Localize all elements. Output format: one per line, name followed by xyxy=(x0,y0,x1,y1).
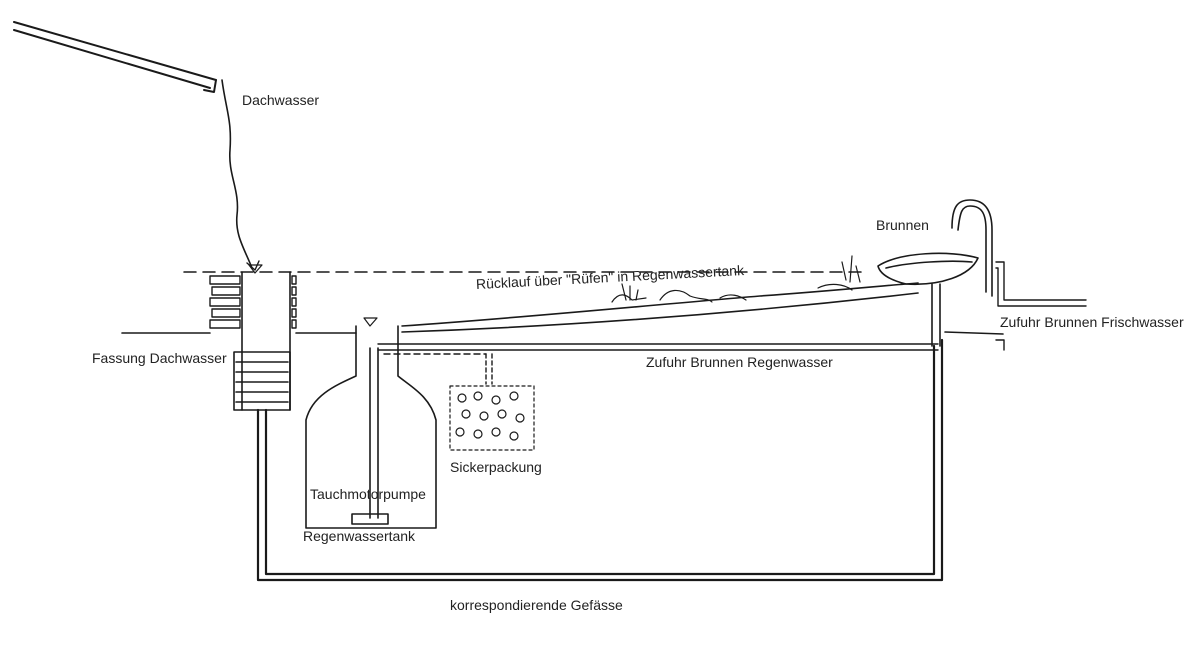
supply-pipe xyxy=(377,343,939,385)
submersible-pump-label: Tauchmotorpumpe xyxy=(310,486,426,502)
water-level-marker-left xyxy=(248,264,263,274)
communicating-vessels-label: korrespondierende Gefässe xyxy=(450,597,623,613)
boulders xyxy=(611,255,861,303)
masonry-right xyxy=(291,275,297,329)
fresh-water-supply-label: Zufuhr Brunnen Frischwasser xyxy=(1000,314,1184,330)
fountain-label: Brunnen xyxy=(876,217,929,233)
fresh-water-pipe xyxy=(995,261,1087,351)
masonry-left xyxy=(209,275,241,329)
intake-shaft xyxy=(233,271,291,411)
roof xyxy=(13,21,217,93)
water-level-marker-tank xyxy=(363,317,378,327)
fountain-shape xyxy=(877,199,993,347)
rain-water-tank-shape xyxy=(305,325,437,529)
ground-line xyxy=(121,282,1004,335)
downpipe xyxy=(221,79,253,269)
seepage-pack-box xyxy=(449,385,535,451)
communicating-pipe xyxy=(256,338,944,582)
roof-water-intake-label: Fassung Dachwasser xyxy=(92,350,227,366)
rain-water-supply-label: Zufuhr Brunnen Regenwasser xyxy=(646,354,833,370)
roof-water-label: Dachwasser xyxy=(242,92,320,108)
seepage-pack-label: Sickerpackung xyxy=(450,459,542,475)
rain-water-tank-label: Regenwassertank xyxy=(303,528,416,544)
